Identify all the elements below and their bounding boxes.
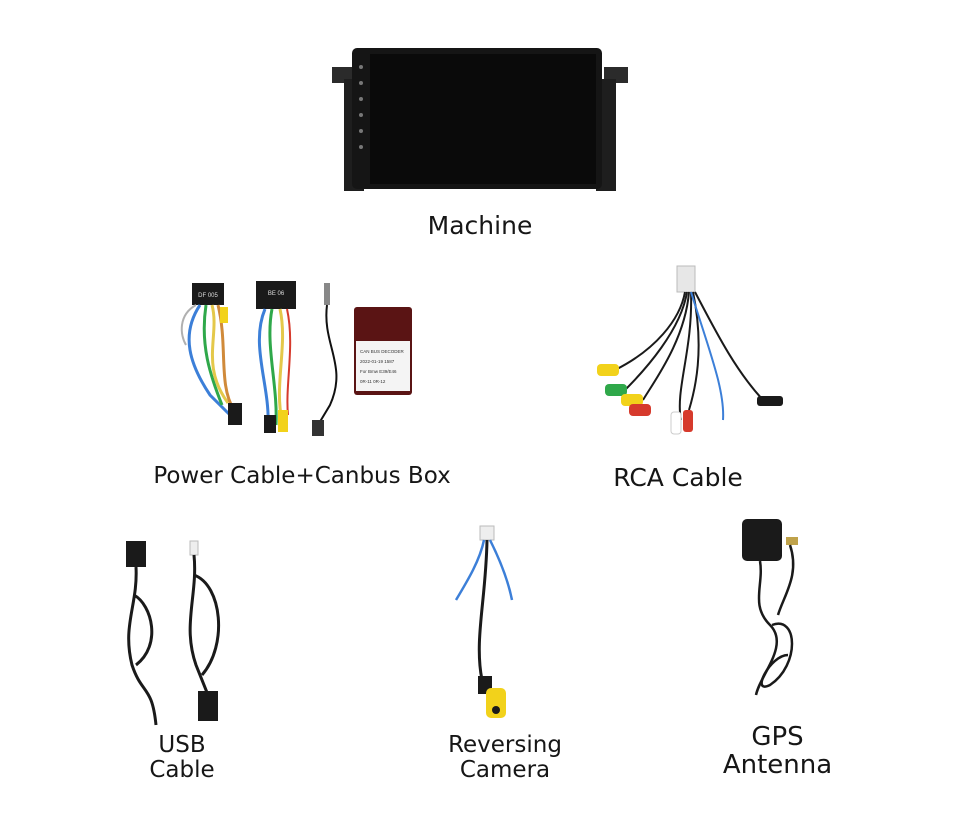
- camera-label-line1: Reversing: [448, 732, 562, 758]
- usb-cable-label: USB Cable: [112, 733, 252, 783]
- gps-label-line1: GPS: [751, 722, 804, 752]
- machine-image: [332, 48, 628, 191]
- svg-text:DF 005: DF 005: [198, 293, 218, 299]
- svg-text:CAN BUS DECODER: CAN BUS DECODER: [360, 349, 405, 354]
- gps-label-line2: Antenna: [722, 750, 833, 781]
- rca-cable-label: RCA Cable: [613, 463, 743, 492]
- gps-label: GPS Antenna: [680, 723, 875, 779]
- svg-text:BE 06: BE 06: [268, 291, 285, 297]
- rca-cable-image: [597, 265, 783, 435]
- usb-label-line1: USB: [158, 732, 206, 758]
- power-cable-label: Power Cable+Canbus Box: [153, 463, 451, 489]
- usb-label-line2: Cable: [149, 756, 215, 783]
- camera-cable-image: [454, 525, 514, 718]
- power-cable-image: DF 005 BE 06 CAN BUS DECODER 2022-01-19 …: [180, 281, 412, 436]
- machine-label: Machine: [427, 211, 533, 240]
- svg-text:0R-11 0R-12: 0R-11 0R-12: [360, 379, 386, 384]
- svg-text:2022-01-19 1587: 2022-01-19 1587: [360, 359, 395, 364]
- camera-label-line2: Camera: [459, 756, 551, 783]
- svg-text:For Bmw E39/E46: For Bmw E39/E46: [360, 369, 397, 374]
- camera-label: Reversing Camera: [410, 733, 600, 783]
- gps-antenna-image: [742, 519, 798, 696]
- usb-cable-image: [126, 540, 221, 726]
